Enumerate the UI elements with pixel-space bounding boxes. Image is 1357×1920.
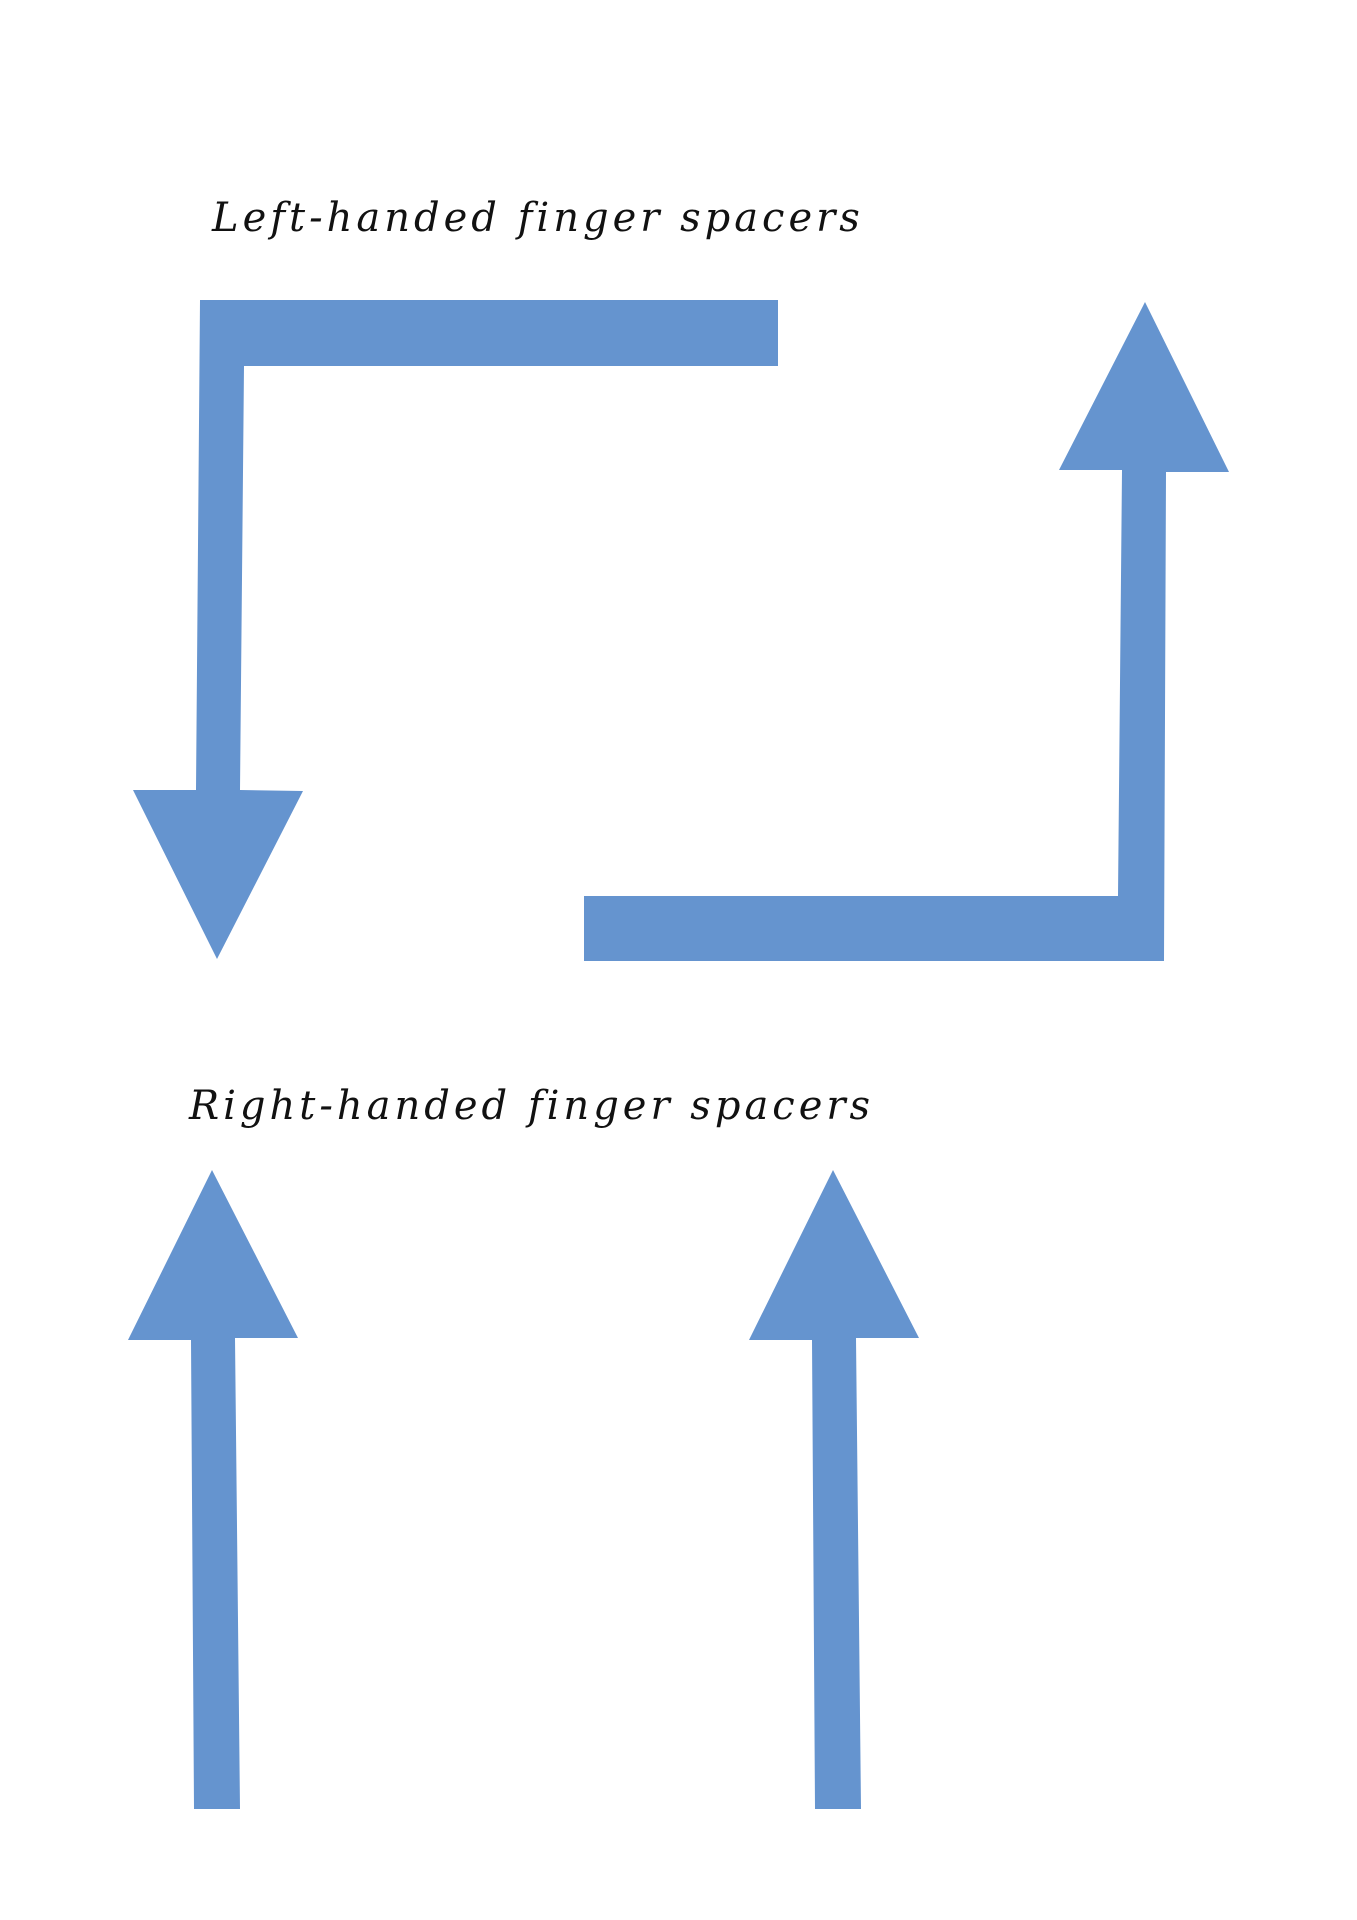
right-handed-spacer-up-arrow-1	[128, 1170, 298, 1809]
right-handed-heading: Right-handed finger spacers	[189, 1083, 875, 1129]
left-handed-heading: Left-handed finger spacers	[212, 195, 864, 241]
left-handed-spacer-up-arrow	[584, 302, 1229, 961]
right-handed-spacer-up-arrow-2	[749, 1170, 919, 1809]
left-handed-spacer-down-arrow	[133, 300, 778, 959]
